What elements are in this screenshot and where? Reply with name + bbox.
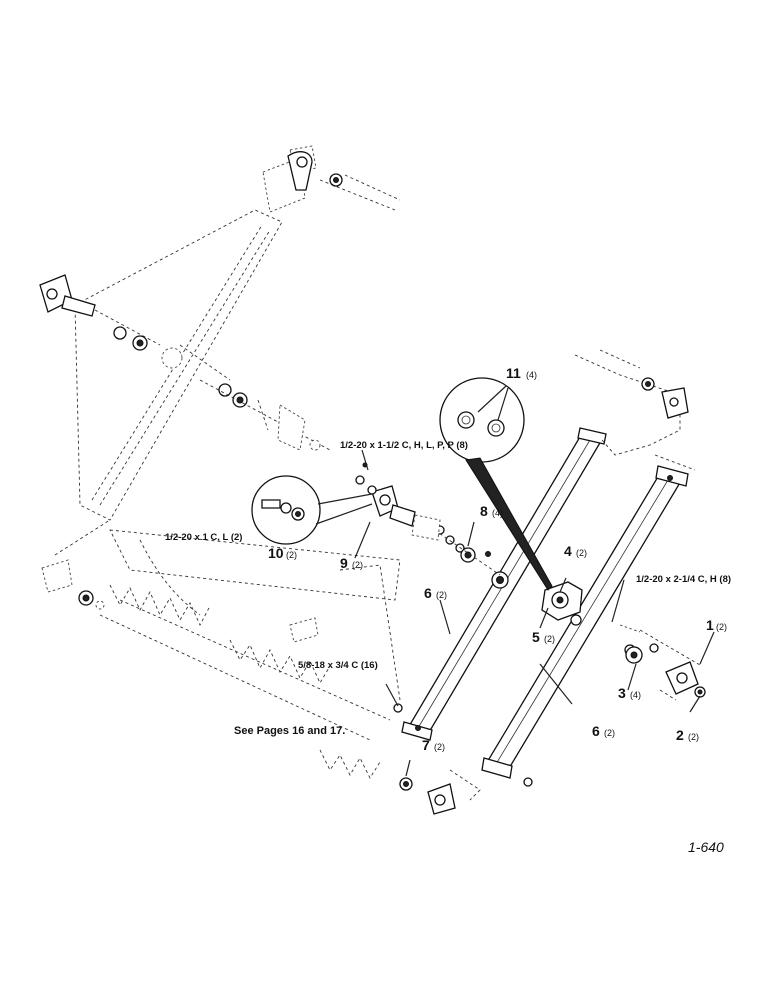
svg-text:3: 3 — [618, 685, 626, 701]
svg-text:(2): (2) — [688, 732, 699, 742]
svg-text:6: 6 — [424, 585, 432, 601]
callout-4: 4 (2) — [564, 543, 587, 559]
pivot-hub — [485, 551, 583, 626]
callout-5: 5 (2) — [532, 629, 555, 645]
detail-circle-10 — [251, 475, 373, 545]
callout-9: 9 (2) — [340, 555, 363, 571]
leader-lines — [354, 521, 715, 777]
callout-10: 10 (2) — [268, 545, 297, 561]
callout-11: 11 (4) — [506, 365, 537, 381]
callout-2: 2 (2) — [676, 727, 699, 743]
svg-text:(2): (2) — [352, 560, 363, 570]
callout-1: 1 (2) — [706, 617, 727, 633]
callout-6-right: 6 (2) — [592, 723, 615, 739]
svg-text:9: 9 — [340, 555, 348, 571]
svg-text:(2): (2) — [604, 728, 615, 738]
reference-note: See Pages 16 and 17. — [234, 725, 345, 737]
svg-text:(2): (2) — [544, 634, 555, 644]
svg-text:(2): (2) — [436, 590, 447, 600]
svg-text:11: 11 — [506, 365, 521, 381]
hardware-spec-left: 1/2-20 x 1 C, L (2) — [165, 532, 242, 543]
svg-text:(2): (2) — [716, 622, 727, 632]
svg-text:10: 10 — [268, 545, 284, 561]
svg-text:(4): (4) — [630, 690, 641, 700]
svg-text:7: 7 — [422, 737, 430, 753]
svg-text:(4): (4) — [526, 370, 537, 380]
detail-circle-11 — [439, 377, 553, 591]
figure-number: 1-640 — [688, 839, 724, 855]
svg-text:(4): (4) — [492, 508, 503, 518]
svg-text:(2): (2) — [434, 742, 445, 752]
ghost-hardware-row — [199, 379, 331, 451]
callout-7: 7 (2) — [422, 737, 445, 753]
svg-text:(2): (2) — [576, 548, 587, 558]
upper-rod-end — [287, 151, 343, 191]
svg-text:1: 1 — [706, 617, 714, 633]
hardware-spec-top: 1/2-20 x 1-1/2 C, H, L, P, P (8) — [340, 440, 468, 451]
hardware-spec-bottom: 5/8-18 x 3/4 C (16) — [298, 660, 378, 671]
svg-text:2: 2 — [676, 727, 684, 743]
link-bar-right — [481, 465, 689, 779]
right-rod-end-1 — [619, 624, 706, 701]
bottom-rod-end-7 — [393, 703, 533, 815]
svg-text:8: 8 — [480, 503, 488, 519]
svg-text:5: 5 — [532, 629, 540, 645]
svg-text:6: 6 — [592, 723, 600, 739]
svg-text:(2): (2) — [286, 550, 297, 560]
callout-3: 3 (4) — [618, 685, 641, 701]
svg-text:4: 4 — [564, 543, 572, 559]
left-rod-end — [39, 274, 183, 369]
callout-6-left: 6 (2) — [424, 585, 447, 601]
hardware-spec-right: 1/2-20 x 2-1/4 C, H (8) — [636, 574, 731, 585]
callout-8: 8 (4) — [480, 503, 503, 519]
ghost-right-bracket — [574, 349, 696, 471]
bushing-stack — [411, 514, 501, 576]
ghost-sickle-header — [41, 519, 401, 779]
bracket-9 — [355, 449, 416, 527]
